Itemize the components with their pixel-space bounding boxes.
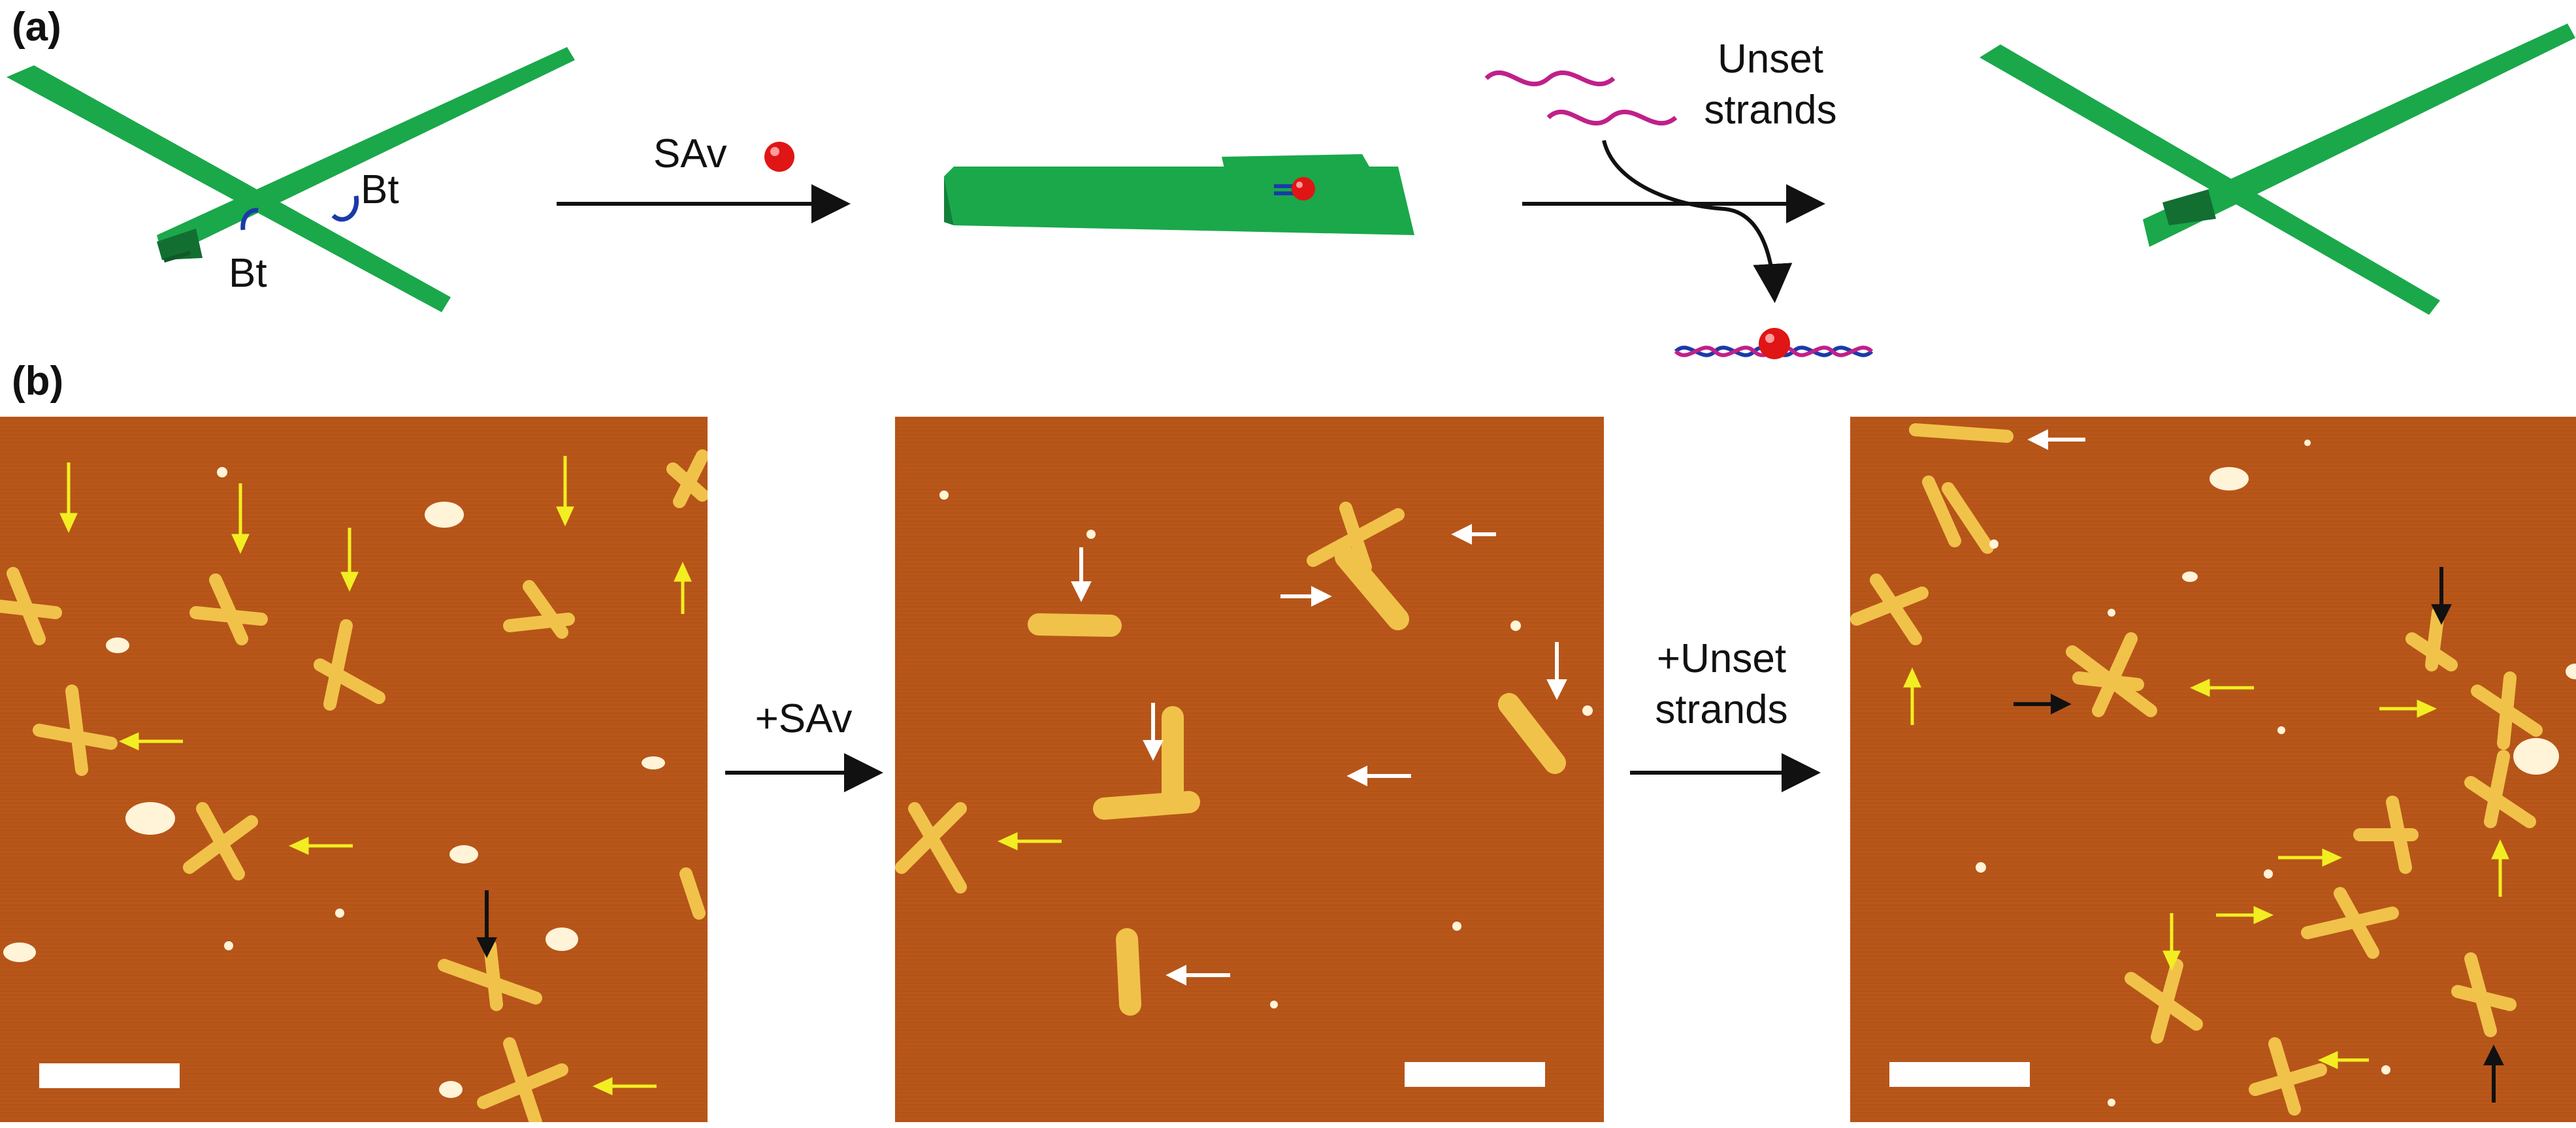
sav-bound-icon	[1274, 177, 1315, 201]
afm-particles	[939, 491, 1593, 1008]
afm-image-before	[0, 417, 708, 1122]
closed-origami-middle	[944, 154, 1414, 235]
released-duplex-icon	[1674, 328, 1874, 359]
yellow-arrows	[1903, 667, 2509, 1069]
bt-label-left: Bt	[229, 251, 267, 296]
unset-strands-line1: Unset	[1718, 37, 1823, 82]
unset-process-label: +Unset strands	[1623, 634, 1819, 735]
scale-bar-1	[39, 1063, 180, 1088]
scale-bar-3	[1889, 1062, 2030, 1087]
white-arrows	[1071, 524, 1567, 986]
sav-process-label: +SAv	[755, 696, 853, 741]
reopened-origami-x-right	[1980, 24, 2575, 315]
reopened-origami-structures	[1850, 423, 2543, 1116]
black-arrows	[2014, 567, 2504, 1103]
unset-strands-label: Unset strands	[1672, 34, 1868, 135]
scheme-panel	[7, 24, 2575, 359]
unset-process-line1: +Unset	[1656, 636, 1787, 681]
sav-protein-icon	[764, 142, 794, 172]
black-arrows	[476, 890, 497, 958]
unset-strand-path-arrow	[1602, 140, 1793, 303]
closed-origami-structures	[1028, 546, 1566, 1016]
panel-b-label: (b)	[12, 359, 64, 404]
afm-image-sav	[895, 417, 1604, 1122]
unset-strand-2	[1546, 109, 1678, 126]
bt-label-right: Bt	[361, 167, 399, 212]
scale-bar-2	[1405, 1062, 1545, 1087]
unset-strands-line2: strands	[1704, 87, 1837, 133]
unset-strand-1	[1484, 70, 1616, 87]
sav-label: SAv	[653, 131, 727, 176]
afm-particles	[1976, 440, 2576, 1106]
origami-x-structures	[0, 449, 708, 1122]
afm-image-unset	[1850, 417, 2576, 1122]
biotin-linker-left	[240, 208, 259, 231]
yellow-arrows	[997, 832, 1062, 850]
yellow-arrows	[59, 456, 692, 1095]
afm-particles	[3, 467, 665, 1098]
panel-a-label: (a)	[12, 5, 61, 50]
biotin-linker-right	[331, 195, 359, 222]
white-arrows	[2027, 429, 2085, 450]
open-origami-x-left	[7, 47, 575, 312]
unset-process-line2: strands	[1655, 686, 1788, 732]
open-origami-structures	[895, 502, 1405, 894]
